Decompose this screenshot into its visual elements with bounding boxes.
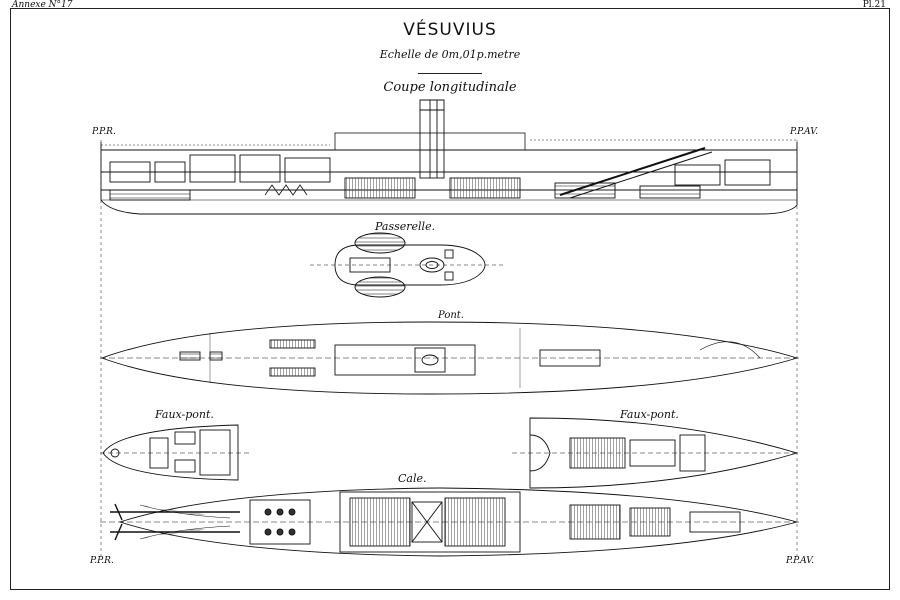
- longitudinal-section: [100, 99, 798, 215]
- marker-ppav-bottom: P.P.AV.: [786, 556, 815, 566]
- faux-pont-right-plan: [512, 417, 800, 489]
- title-rule: [418, 73, 482, 74]
- pont-label: Pont.: [438, 310, 464, 321]
- scale-caption: Echelle de 0m,01p.metre: [379, 48, 521, 61]
- passerelle-plan: [310, 232, 505, 298]
- ship-title: VÉSUVIUS: [403, 20, 497, 40]
- cale-label: Cale.: [398, 472, 427, 485]
- faux-pont-right-label: Faux-pont.: [620, 408, 679, 421]
- pont-plan: [100, 321, 800, 395]
- marker-ppr-top: P.P.R.: [92, 127, 116, 137]
- marker-ppr-bottom: P.P.R.: [90, 556, 114, 566]
- cale-plan: [100, 487, 800, 557]
- faux-pont-left-plan: [100, 424, 250, 481]
- section-title: Coupe longitudinale: [383, 80, 517, 95]
- marker-ppav-top: P.P.AV.: [790, 127, 819, 137]
- annex-number: Annexe N°17: [12, 0, 73, 10]
- drawing-frame: [10, 8, 890, 590]
- passerelle-label: Passerelle.: [375, 220, 436, 233]
- perpendicular-lines: [100, 140, 798, 560]
- plate-number: Pl.21: [862, 0, 886, 10]
- faux-pont-left-label: Faux-pont.: [155, 408, 214, 421]
